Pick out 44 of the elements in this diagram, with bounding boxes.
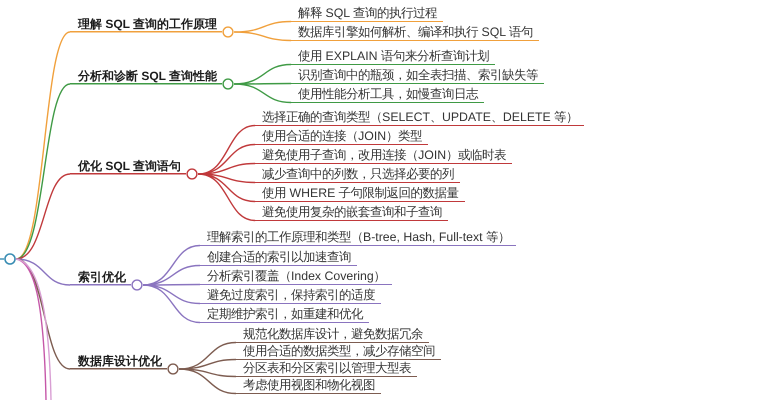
subtopic: 使用 WHERE 子句限制返回的数据量 <box>255 185 465 202</box>
subtopic: 使用性能分析工具，如慢查询日志 <box>291 86 484 104</box>
subtopic: 使用合适的连接（JOIN）类型 <box>255 128 428 146</box>
subtopic: 避免使用子查询，改用连接（JOIN）或临时表 <box>255 147 512 164</box>
subtopic: 避免过度索引，保持索引的适度 <box>200 287 381 304</box>
subtopic: 规范化数据库设计，避免数据冗余 <box>236 326 429 344</box>
subtopic: 使用合适的数据类型，减少存储空间 <box>236 343 441 360</box>
branch-line <box>198 173 256 222</box>
branch-line <box>198 173 256 202</box>
branch-line <box>234 31 292 42</box>
subtopic: 选择正确的查询类型（SELECT、UPDATE、DELETE 等） <box>255 109 584 126</box>
branch-line <box>142 284 200 324</box>
subtopic: 使用 EXPLAIN 语句来分析查询计划 <box>291 48 495 66</box>
topic-label: 分析和诊断 SQL 查询性能 <box>78 69 218 84</box>
subtopic: 理解索引的工作原理和类型（B-tree, Hash, Full-text 等） <box>200 229 516 246</box>
branch-line <box>234 20 292 33</box>
subtopic: 考虑使用视图和物化视图 <box>236 377 381 394</box>
branch-line <box>178 358 236 370</box>
topic-label: 优化 SQL 查询语句 <box>78 159 182 174</box>
subtopic: 减少查询中的列数，只选择必要的列 <box>255 166 460 184</box>
subtopic: 避免使用复杂的嵌套查询和子查询 <box>255 204 448 222</box>
branch-line <box>16 31 70 260</box>
branch-line <box>16 173 70 260</box>
branch-line <box>234 83 292 104</box>
topic-label: 理解 SQL 查询的工作原理 <box>78 17 218 32</box>
branch-line <box>178 342 236 370</box>
branch-line <box>178 368 236 394</box>
subtopic: 分区表和分区索引以管理大型表 <box>236 360 417 378</box>
root-circle <box>4 253 16 265</box>
subtopic: 创建合适的索引以加速查询 <box>200 249 357 266</box>
branch-line <box>198 162 256 175</box>
branch-line <box>16 83 70 260</box>
branch-line <box>234 64 292 85</box>
subtopic: 识别查询中的瓶颈，如全表扫描、索引缺失等 <box>291 67 544 84</box>
branch-line <box>142 264 200 286</box>
branch-line <box>16 258 70 370</box>
subtopic: 解释 SQL 查询的执行过程 <box>291 5 444 22</box>
subtopic: 数据库引擎如何解析、编译和执行 SQL 语句 <box>291 24 540 42</box>
branch-line <box>198 144 256 175</box>
subtopic: 定期维护索引，如重建和优化 <box>200 306 369 324</box>
topic-label: 索引优化 <box>78 270 127 285</box>
subtopic: 分析索引覆盖（Index Covering） <box>200 268 392 286</box>
topic-label: 数据库设计优化 <box>78 354 163 369</box>
branch-line <box>142 244 200 286</box>
